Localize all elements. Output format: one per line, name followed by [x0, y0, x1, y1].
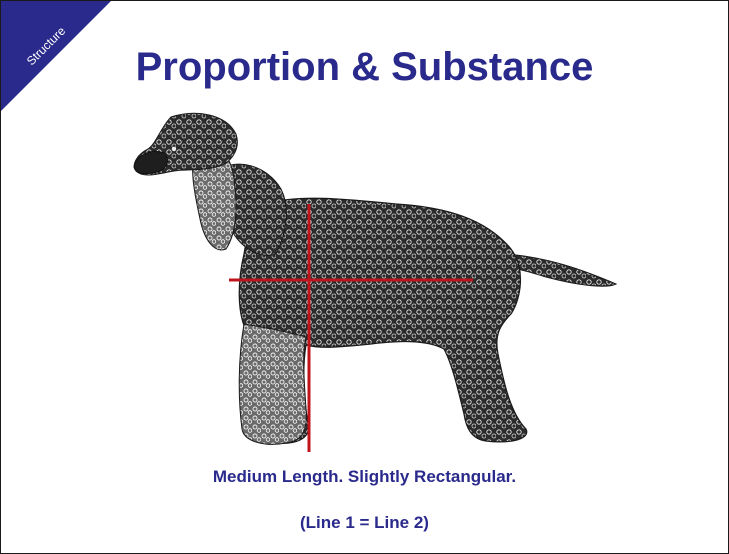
dog-figure-svg: [126, 109, 626, 459]
slide-title: Proportion & Substance: [1, 45, 728, 90]
dog-eye: [172, 147, 176, 151]
dog-front-legs: [239, 324, 306, 444]
dog-illustration: [126, 109, 626, 459]
caption-line-2: (Line 1 = Line 2): [1, 513, 728, 533]
caption-line-1: Medium Length. Slightly Rectangular.: [1, 467, 728, 487]
